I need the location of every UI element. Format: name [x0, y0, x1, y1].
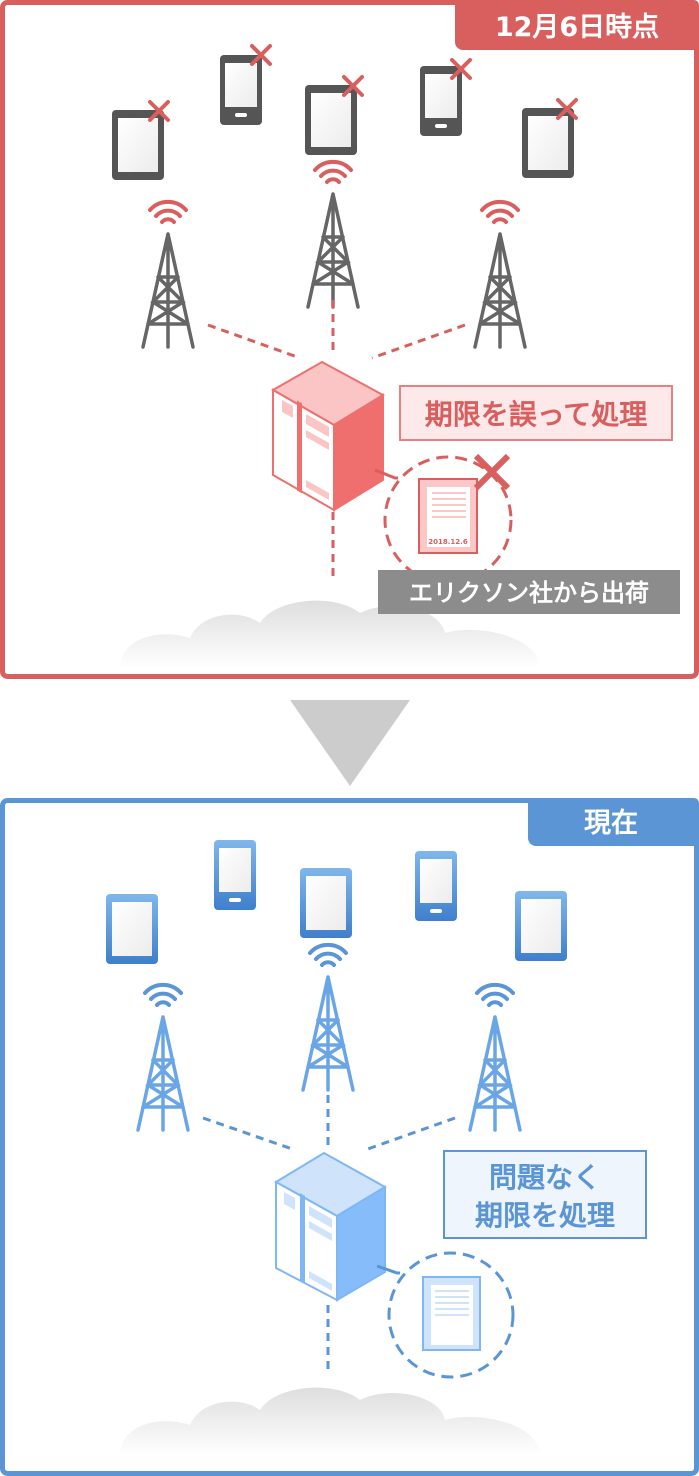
after-tag: 現在: [584, 808, 638, 839]
document-cross-icon: [473, 453, 511, 491]
server-icon: [270, 360, 386, 512]
tablet-icon: [112, 110, 164, 180]
callout-pointer: [376, 1264, 400, 1275]
connection-lines: [202, 1095, 456, 1370]
status-line2: 期限を処理: [475, 1199, 615, 1232]
source-label-bg: [378, 570, 680, 614]
before-tag: 12月6日時点: [495, 12, 659, 43]
document-icon: [422, 1276, 481, 1351]
phone-icon: [214, 840, 256, 910]
after-tag-bg: [528, 798, 699, 846]
document-icon: 2018.12.6: [418, 478, 478, 554]
status-label: 期限を誤って処理: [425, 398, 648, 431]
tablet-icon: [522, 108, 574, 178]
document-date: 2018.12.6: [428, 538, 468, 546]
after-panel: 現在 問題なく 期限を処理: [0, 798, 699, 1476]
tablet-icon: [300, 868, 352, 938]
down-arrow-icon: [290, 700, 410, 786]
phone-icon: [415, 851, 457, 921]
after-panel-border: [0, 798, 699, 1476]
tablet-icon: [305, 85, 357, 155]
phone-icon: [220, 55, 262, 125]
connection-lines: [207, 300, 466, 578]
server-icon: [274, 1151, 387, 1302]
status-line1: 問題なく: [489, 1161, 601, 1194]
status-box: [443, 1150, 647, 1239]
tablet-icon: [106, 894, 158, 964]
callout-pointer: [374, 468, 398, 480]
before-panel: 12月6日時点 期限を: [0, 0, 699, 679]
tablet-icon: [515, 891, 567, 961]
before-tag-bg: [455, 0, 699, 50]
status-box: [399, 385, 673, 441]
source-label: エリクソン社から出荷: [409, 579, 649, 607]
